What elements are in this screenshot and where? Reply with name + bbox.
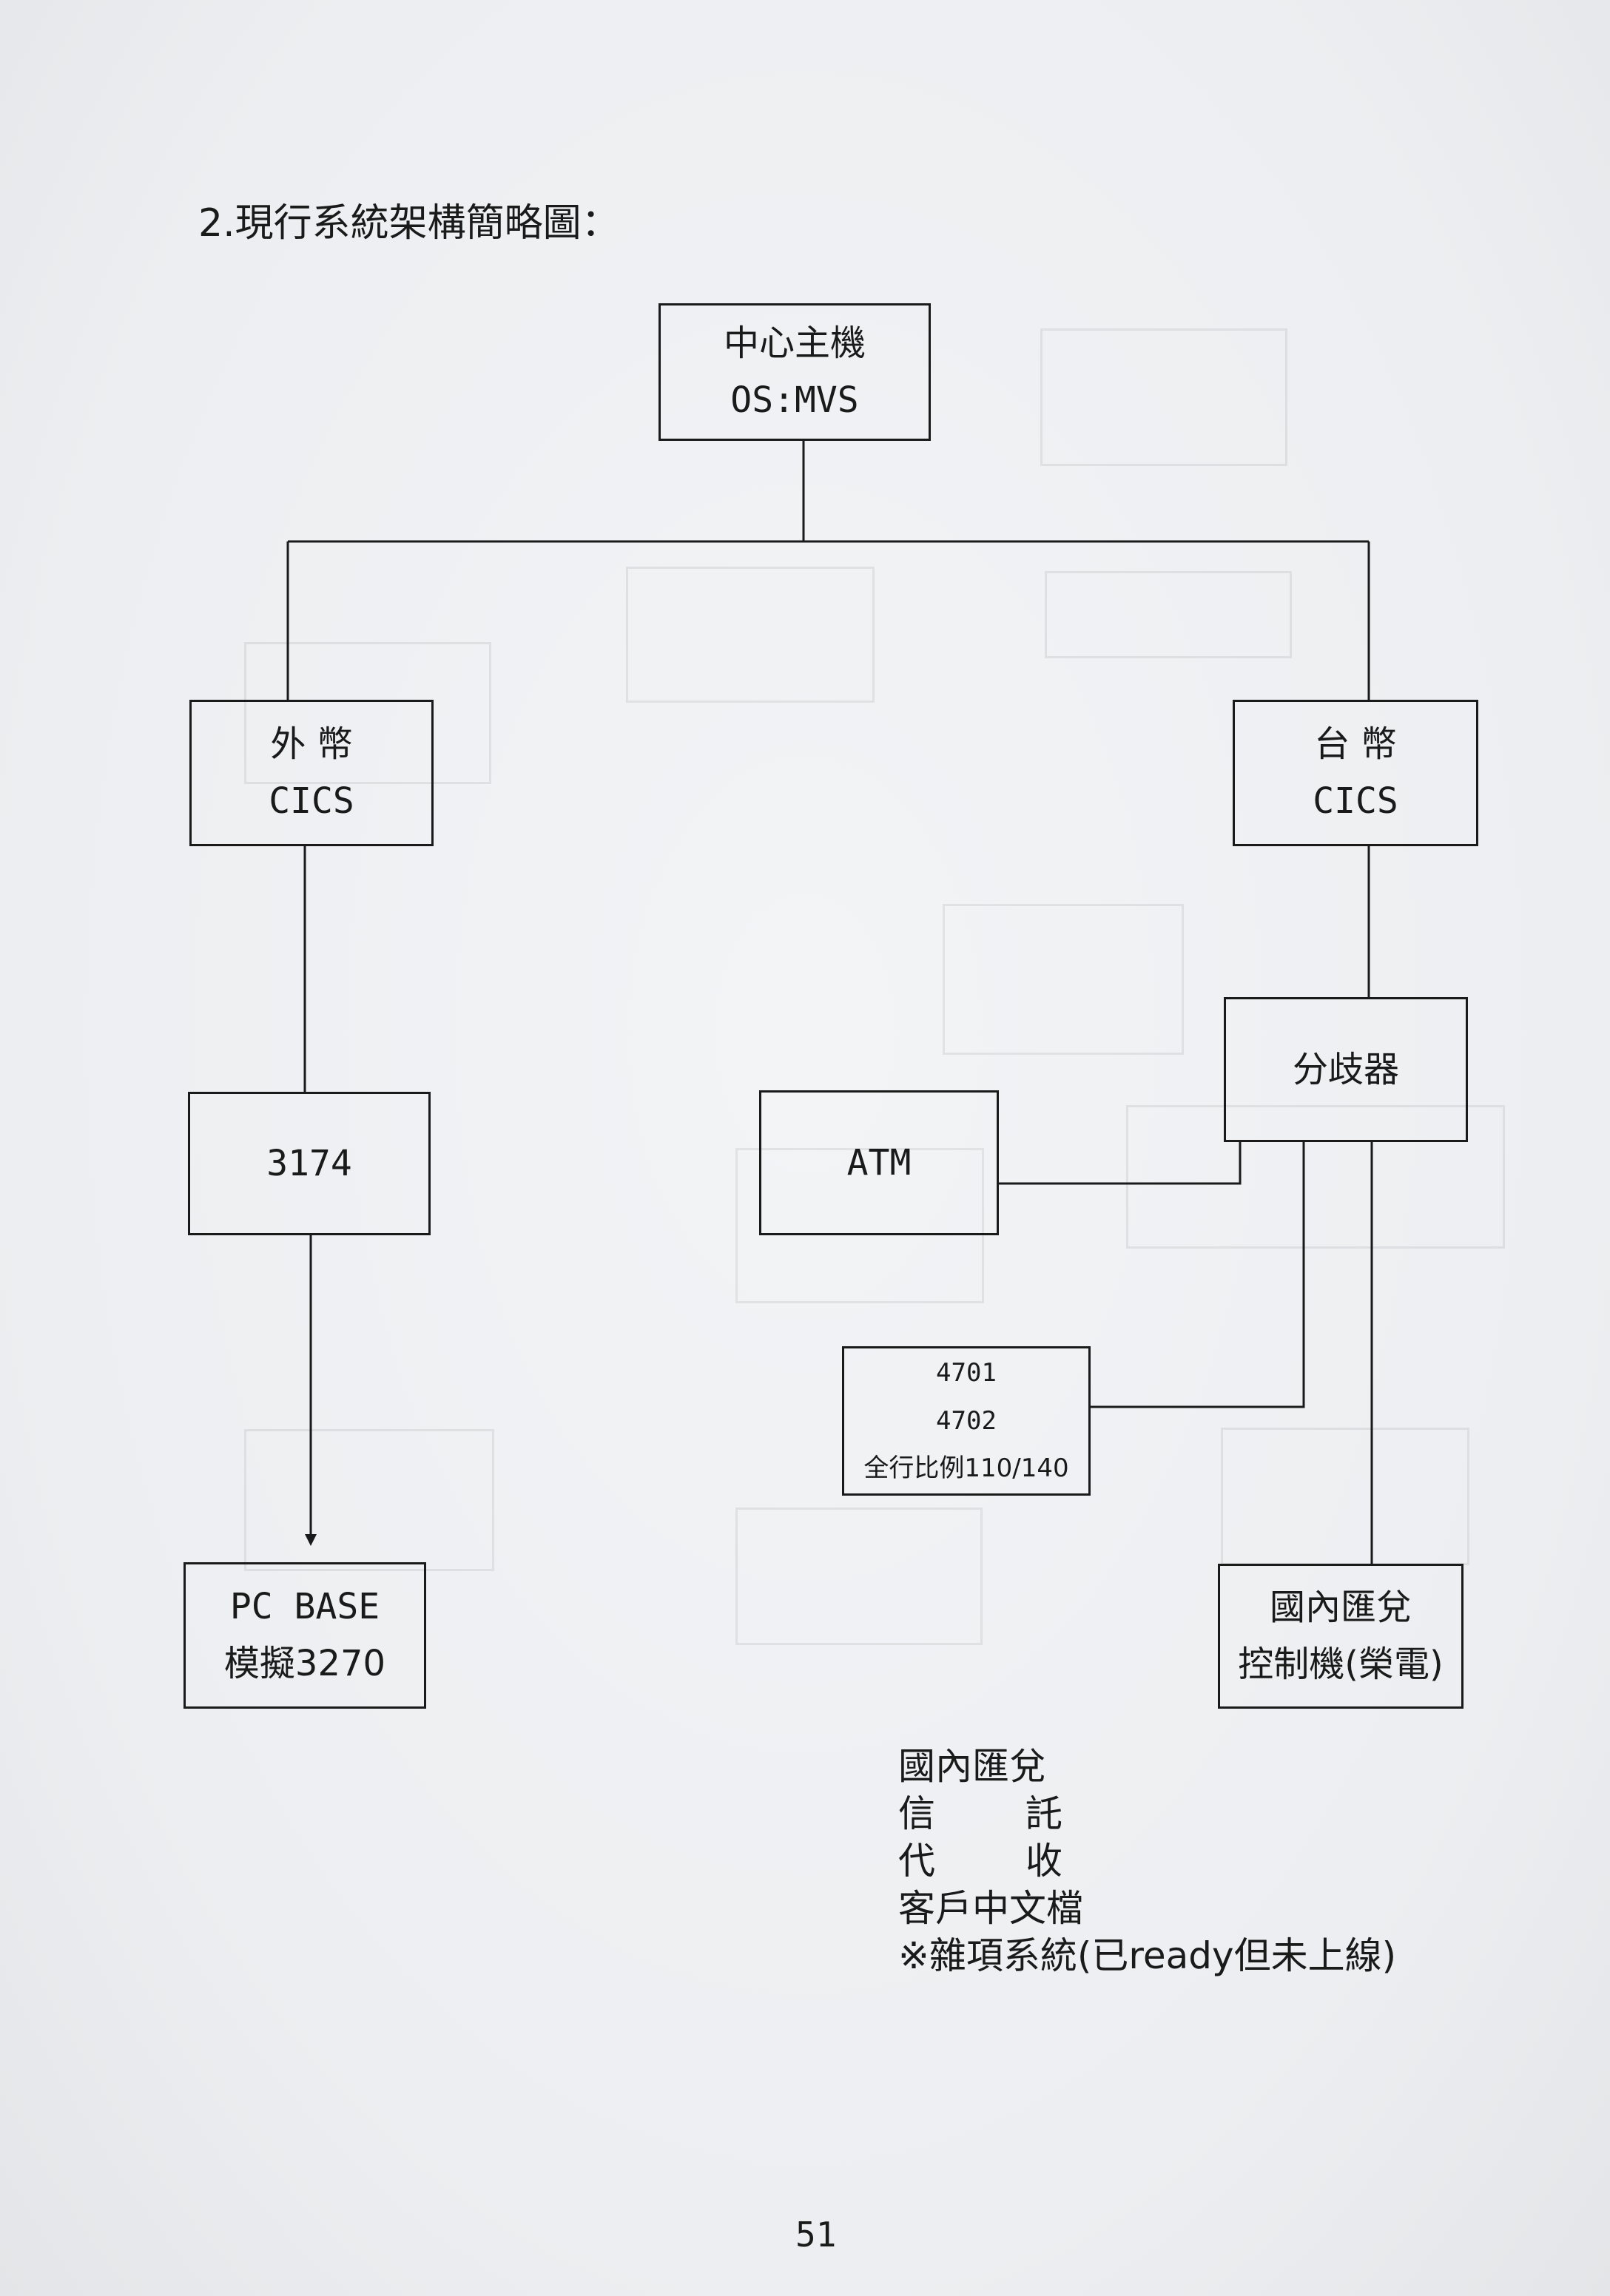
splitter-box: 分歧器 (1224, 997, 1468, 1142)
remit-controller-vendor-label: 控制機(榮電) (1238, 1644, 1444, 1685)
terminal-4701-label: 4701 (936, 1358, 997, 1388)
note-trust-char-1: 信 (898, 1792, 935, 1835)
bleed-through-box (1045, 571, 1292, 658)
terminal-ratio-label: 全行比例110/140 (863, 1453, 1069, 1484)
note-customer-file: 客戶中文檔 (898, 1887, 1083, 1930)
note-collection: 代 收 (898, 1837, 1062, 1885)
mainframe-os-label: OS:MVS (730, 379, 859, 421)
bleed-through-box (244, 642, 491, 784)
note-misc-systems: ※雜項系統(已ready但未上線) (898, 1934, 1397, 1977)
page-number: 51 (795, 2215, 837, 2255)
bleed-through-box (943, 904, 1184, 1055)
foreign-cics-system-label: CICS (269, 780, 354, 822)
note-collection-char-2: 收 (1025, 1840, 1062, 1883)
pc-base-emulation-label: 模擬3270 (223, 1643, 386, 1684)
bleed-through-box (626, 567, 875, 703)
pc-base-label: PC BASE (229, 1586, 380, 1628)
bleed-through-box (1126, 1105, 1505, 1249)
atm-to-splitter-line (999, 1142, 1242, 1185)
ntd-cics-box: 台 幣 CICS (1233, 700, 1478, 846)
remit-controller-label: 國內匯兌 (1269, 1587, 1412, 1629)
terminal-4701-box: 4701 4702 全行比例110/140 (842, 1346, 1091, 1496)
atm-label: ATM (846, 1141, 912, 1184)
system-notes: 國內匯兌 信 託 代 收 客戶中文檔 ※雜項系統(已ready但未上線) (898, 1743, 1396, 1979)
page-heading: 2.現行系統架構簡略圖： (198, 201, 620, 246)
atm-box: ATM (759, 1090, 999, 1235)
note-collection-char-1: 代 (898, 1840, 935, 1883)
note-trust-char-2: 託 (1025, 1792, 1062, 1835)
note-trust: 信 託 (898, 1790, 1062, 1837)
foreign-cics-label: 外 幣 (270, 723, 353, 766)
bleed-through-box (735, 1507, 983, 1645)
terminal-4702-label: 4702 (936, 1405, 997, 1436)
ntd-cics-label: 台 幣 (1314, 723, 1397, 766)
pc-base-box: PC BASE 模擬3270 (183, 1562, 426, 1709)
mainframe-label: 中心主機 (723, 323, 866, 365)
bleed-through-box (735, 1148, 984, 1303)
remit-controller-box: 國內匯兌 控制機(榮電) (1218, 1564, 1464, 1709)
terminal-to-splitter-line (1091, 1142, 1305, 1408)
note-domestic-remittance: 國內匯兌 (898, 1745, 1046, 1788)
controller-3174-box: 3174 (188, 1092, 431, 1235)
foreign-cics-box: 外 幣 CICS (189, 700, 434, 846)
splitter-label: 分歧器 (1292, 1048, 1399, 1090)
mainframe-box: 中心主機 OS:MVS (659, 303, 931, 441)
ntd-cics-system-label: CICS (1313, 780, 1398, 822)
bleed-through-box (244, 1429, 494, 1571)
bleed-through-box (1040, 328, 1287, 466)
controller-3174-label: 3174 (266, 1142, 352, 1184)
